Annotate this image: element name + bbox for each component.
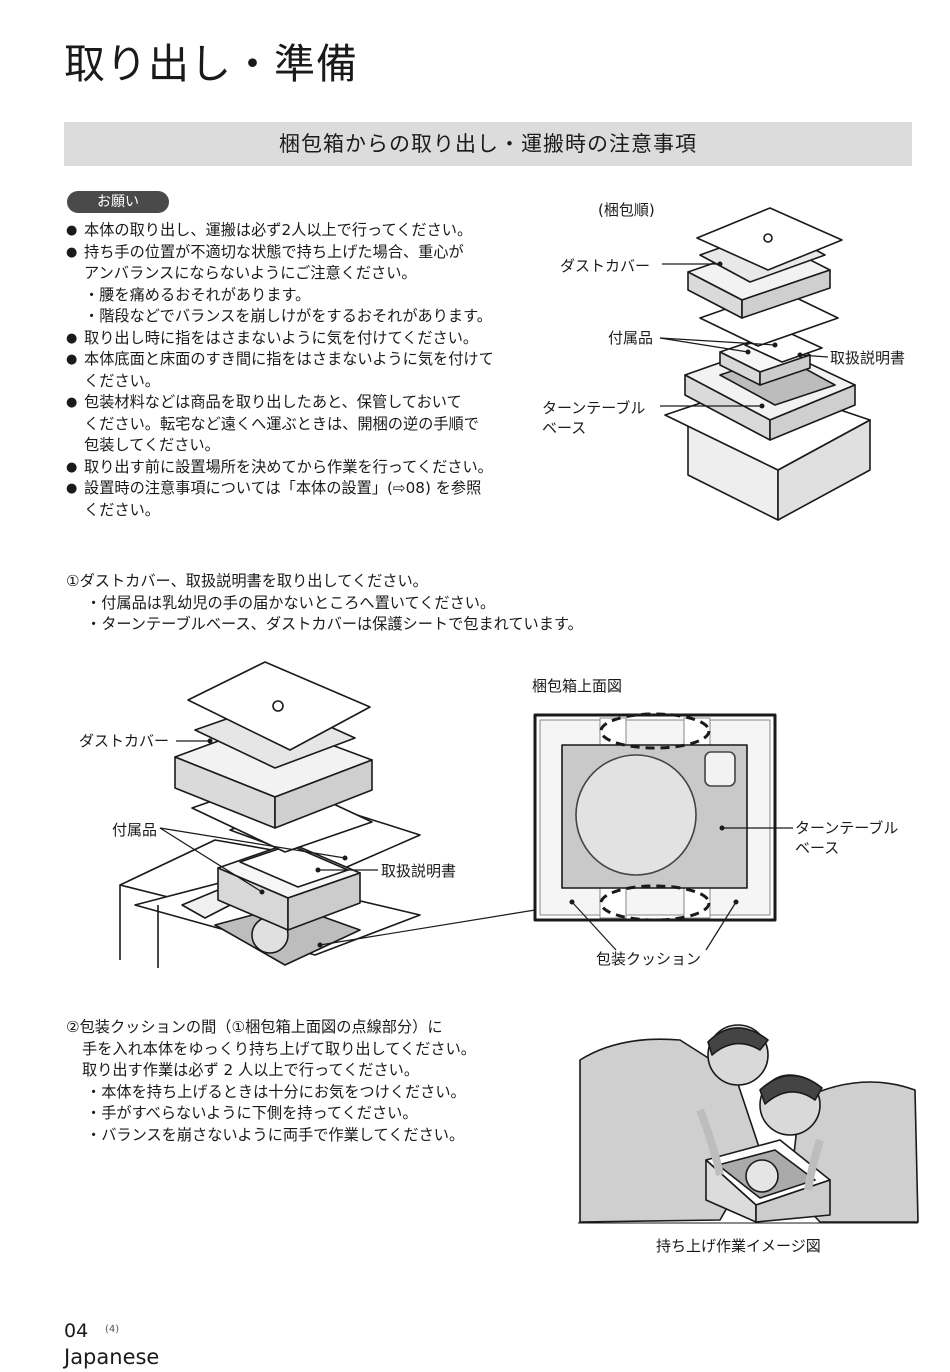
step2-block: ②包装クッションの間（①梱包箱上面図の点線部分）に 手を入れ本体をゆっくり持ち上… [66, 1017, 476, 1146]
notice-list: 本体の取り出し、運搬は必ず2人以上で行ってください。持ち手の位置が不適切な状態で… [66, 220, 546, 521]
step2-line-3: 取り出す作業は必ず 2 人以上で行ってください。 [82, 1061, 420, 1079]
lifting-caption: 持ち上げ作業イメージ図 [656, 1237, 821, 1255]
step2-sub-2: ・手がすべらないように下側を持ってください。 [86, 1104, 418, 1122]
page-number: 04 [64, 1320, 89, 1342]
notice-item: ・腰を痛めるおそれがあります。 [84, 285, 311, 304]
notice-item: 取り出し時に指をはさまないように気を付けてください。 [66, 328, 546, 350]
section-header: 梱包箱からの取り出し・運搬時の注意事項 [64, 122, 912, 166]
notice-item: 包装材料などは商品を取り出したあと、保管しておいて [66, 392, 546, 414]
page-sub-number: (4) [105, 1324, 120, 1335]
step2-line-2: 手を入れ本体をゆっくり持ち上げて取り出してください。 [82, 1039, 476, 1058]
notice-item: アンバランスにならないようにご注意ください。 [84, 264, 417, 282]
label-accessories-1: 付属品 [608, 329, 654, 347]
notice-item: 本体の取り出し、運搬は必ず2人以上で行ってください。 [66, 220, 546, 242]
notice-item: ・階段などでバランスを崩しけがをするおそれがあります。 [84, 307, 492, 325]
label-accessories-2: 付属品 [112, 821, 158, 839]
label-dust-cover-2: ダストカバー [79, 732, 170, 750]
notice-item: ください。 [84, 371, 160, 390]
label-manual-2: 取扱説明書 [381, 862, 457, 880]
label-turntable-1b: ベース [542, 419, 587, 437]
notice-item: 包装してください。 [84, 436, 220, 454]
label-dust-cover-1: ダストカバー [560, 257, 651, 275]
label-turntable-2b: ベース [795, 839, 840, 857]
notice-item: 持ち手の位置が不適切な状態で持ち上げた場合、重心が [66, 242, 546, 264]
label-manual-1: 取扱説明書 [830, 349, 906, 367]
notice-badge: お願い [67, 191, 169, 213]
notice-item: 設置時の注意事項については「本体の設置」(⇨08) を参照 [66, 478, 546, 500]
notice-item: 取り出す前に設置場所を決めてから作業を行ってください。 [66, 457, 546, 479]
label-turntable-1a: ターンテーブル [542, 399, 646, 417]
notice-item: ください。 [84, 500, 160, 519]
step1-sub-2: ・ターンテーブルベース、ダストカバーは保護シートで包まれています。 [86, 615, 583, 633]
step1-main: ①ダストカバー、取扱説明書を取り出してください。 [66, 572, 428, 590]
label-turntable-2a: ターンテーブル [795, 819, 899, 837]
notice-item: 本体底面と床面のすき間に指をはさまないように気を付けて [66, 349, 546, 371]
packing-order-caption: (梱包順) [598, 201, 655, 219]
label-cushion: 包装クッション [596, 950, 702, 968]
section-title: 梱包箱からの取り出し・運搬時の注意事項 [279, 132, 697, 156]
notice-item: ください。転宅など遠くへ運ぶときは、開梱の逆の手順で [84, 414, 479, 433]
step2-sub-3: ・バランスを崩さないように両手で作業してください。 [86, 1125, 465, 1144]
step1-block: ①ダストカバー、取扱説明書を取り出してください。 ・付属品は乳幼児の手の届かない… [66, 571, 583, 636]
step2-line-1: ②包装クッションの間（①梱包箱上面図の点線部分）に [66, 1018, 443, 1036]
page-title: 取り出し・準備 [64, 40, 358, 88]
step1-sub-1: ・付属品は乳幼児の手の届かないところへ置いてください。 [86, 593, 496, 612]
top-view-title: 梱包箱上面図 [532, 677, 623, 695]
page-language: Japanese [64, 1345, 160, 1369]
step2-sub-1: ・本体を持ち上げるときは十分にお気をつけください。 [86, 1082, 466, 1101]
